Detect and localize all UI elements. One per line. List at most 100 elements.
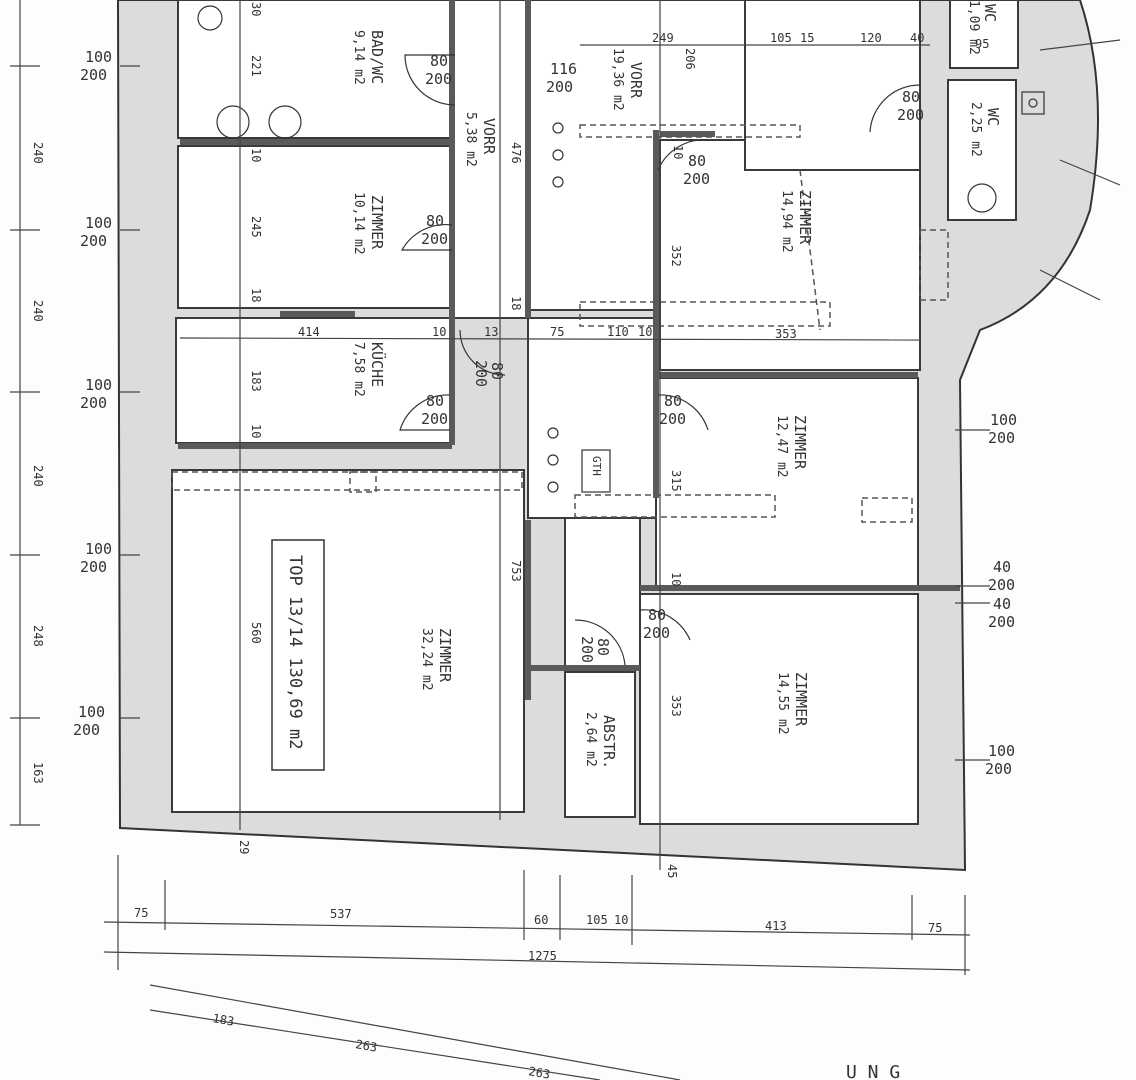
dim-45: 45 xyxy=(665,864,679,878)
room-small xyxy=(564,517,641,669)
dim-30: 30 xyxy=(249,2,263,16)
window-6-width: 100 xyxy=(990,411,1017,429)
door-1-height: 200 xyxy=(425,70,452,88)
room-name-wc2: WC xyxy=(981,4,999,22)
room-area-zimmer3: 12,47 m2 xyxy=(774,415,789,478)
door-9-height: 200 xyxy=(472,360,490,387)
slanted-dim-2: 263 xyxy=(354,1037,378,1055)
room-zimmer3 xyxy=(655,377,919,587)
room-area-zimmer4: 32,24 m2 xyxy=(419,628,434,691)
dim-18: 18 xyxy=(249,288,263,302)
dim-753: 753 xyxy=(509,560,523,582)
window-8-width: 40 xyxy=(993,595,1011,613)
room-name-kueche: KÜCHE xyxy=(368,342,387,387)
unit-label: TOP 13/14 130,69 m2 xyxy=(285,555,305,749)
corner-text: U N G xyxy=(846,1062,900,1080)
door-4-height: 200 xyxy=(683,170,710,188)
dim-10e: 10 xyxy=(669,572,683,586)
room-area-zimmer1: 10,14 m2 xyxy=(351,192,366,255)
left-dim-5: 163 xyxy=(31,762,45,784)
room-bad xyxy=(177,0,451,139)
bottom-dim-2: 537 xyxy=(330,907,352,921)
window-1-height: 200 xyxy=(80,66,107,84)
room-zimmer1 xyxy=(177,145,453,309)
dim-10b: 10 xyxy=(249,424,263,438)
door-3-height: 200 xyxy=(421,410,448,428)
dim-414: 414 xyxy=(298,325,320,339)
room-name-zimmer4: ZIMMER xyxy=(436,628,454,683)
bottom-dim-7: 75 xyxy=(928,921,942,935)
door-3-width: 80 xyxy=(426,392,444,410)
door-1-width: 80 xyxy=(430,52,448,70)
window-7-height: 200 xyxy=(988,576,1015,594)
room-name-zimmer5: ZIMMER xyxy=(792,672,810,727)
window-5-height: 200 xyxy=(73,721,100,739)
room-name-bad: BAD/WC xyxy=(368,30,386,84)
dim-10a: 10 xyxy=(249,148,263,162)
window-8-height: 200 xyxy=(988,613,1015,631)
bottom-dim-5: 10 xyxy=(614,913,628,927)
room-lobby xyxy=(744,0,921,171)
left-dim-2: 240 xyxy=(31,300,45,322)
total-dim: 1275 xyxy=(528,949,557,963)
door-5-height: 200 xyxy=(659,410,686,428)
window-3-width: 100 xyxy=(85,376,112,394)
door-6-height: 200 xyxy=(643,624,670,642)
window-9-width: 100 xyxy=(988,742,1015,760)
door-4-width: 80 xyxy=(688,152,706,170)
room-area-wc2: 1,09 m2 xyxy=(966,0,981,55)
room-area-bad: 9,14 m2 xyxy=(351,30,366,85)
dim-221: 221 xyxy=(249,55,263,77)
dim-352: 352 xyxy=(669,245,683,267)
door-2-width: 80 xyxy=(426,212,444,230)
unit-label-box xyxy=(271,539,325,771)
window-9-height: 200 xyxy=(985,760,1012,778)
door-5-width: 80 xyxy=(664,392,682,410)
bottom-dim-1: 75 xyxy=(134,906,148,920)
dim-13: 13 xyxy=(484,325,498,339)
dim-40: 40 xyxy=(910,31,924,45)
room-corridor xyxy=(527,317,657,519)
bottom-dim-6: 413 xyxy=(765,919,787,933)
bottom-dim-4: 105 xyxy=(586,913,608,927)
room-area-vorr1: 5,38 m2 xyxy=(463,112,478,167)
dim-249: 249 xyxy=(652,31,674,45)
window-7-width: 40 xyxy=(993,558,1011,576)
dim-105: 105 xyxy=(770,31,792,45)
window-4-height: 200 xyxy=(80,558,107,576)
dim-353b: 353 xyxy=(669,695,683,717)
room-name-zimmer2: ZIMMER xyxy=(796,190,814,245)
bottom-dim-3: 60 xyxy=(534,913,548,927)
door-9-width: 80 xyxy=(488,362,506,380)
slanted-dim-3: 263 xyxy=(527,1064,551,1080)
room-area-wc1: 2,25 m2 xyxy=(968,102,983,157)
opening-116-width: 116 xyxy=(550,60,577,78)
left-dim-4: 248 xyxy=(31,625,45,647)
room-name-zimmer3: ZIMMER xyxy=(791,415,809,470)
dim-75: 75 xyxy=(550,325,564,339)
room-name-vorr1: VORR xyxy=(480,118,498,155)
dim-560: 560 xyxy=(249,622,263,644)
opening-116-height: 200 xyxy=(546,78,573,96)
dim-29: 29 xyxy=(237,840,251,854)
room-name-wc1: WC xyxy=(984,108,1002,126)
room-zimmer4 xyxy=(171,469,525,813)
slanted-dim-1: 183 xyxy=(211,1011,235,1029)
dim-120: 120 xyxy=(860,31,882,45)
dim-95: 95 xyxy=(975,37,989,51)
dim-10c: 10 xyxy=(432,325,446,339)
door-8-height: 200 xyxy=(578,636,596,663)
room-area-kueche: 7,58 m2 xyxy=(351,342,366,397)
left-dim-3: 240 xyxy=(31,465,45,487)
dim-353a: 353 xyxy=(775,327,797,341)
window-2-height: 200 xyxy=(80,232,107,250)
dim-10d: 10 xyxy=(638,325,652,339)
dim-10f: 10 xyxy=(671,145,685,159)
room-name-abstr: ABSTR. xyxy=(600,715,618,769)
window-3-height: 200 xyxy=(80,394,107,412)
dim-476: 476 xyxy=(509,142,523,164)
room-area-abstr: 2,64 m2 xyxy=(583,712,598,767)
room-area-zimmer5: 14,55 m2 xyxy=(775,672,790,735)
door-2-height: 200 xyxy=(421,230,448,248)
room-name-zimmer1: ZIMMER xyxy=(368,195,386,250)
